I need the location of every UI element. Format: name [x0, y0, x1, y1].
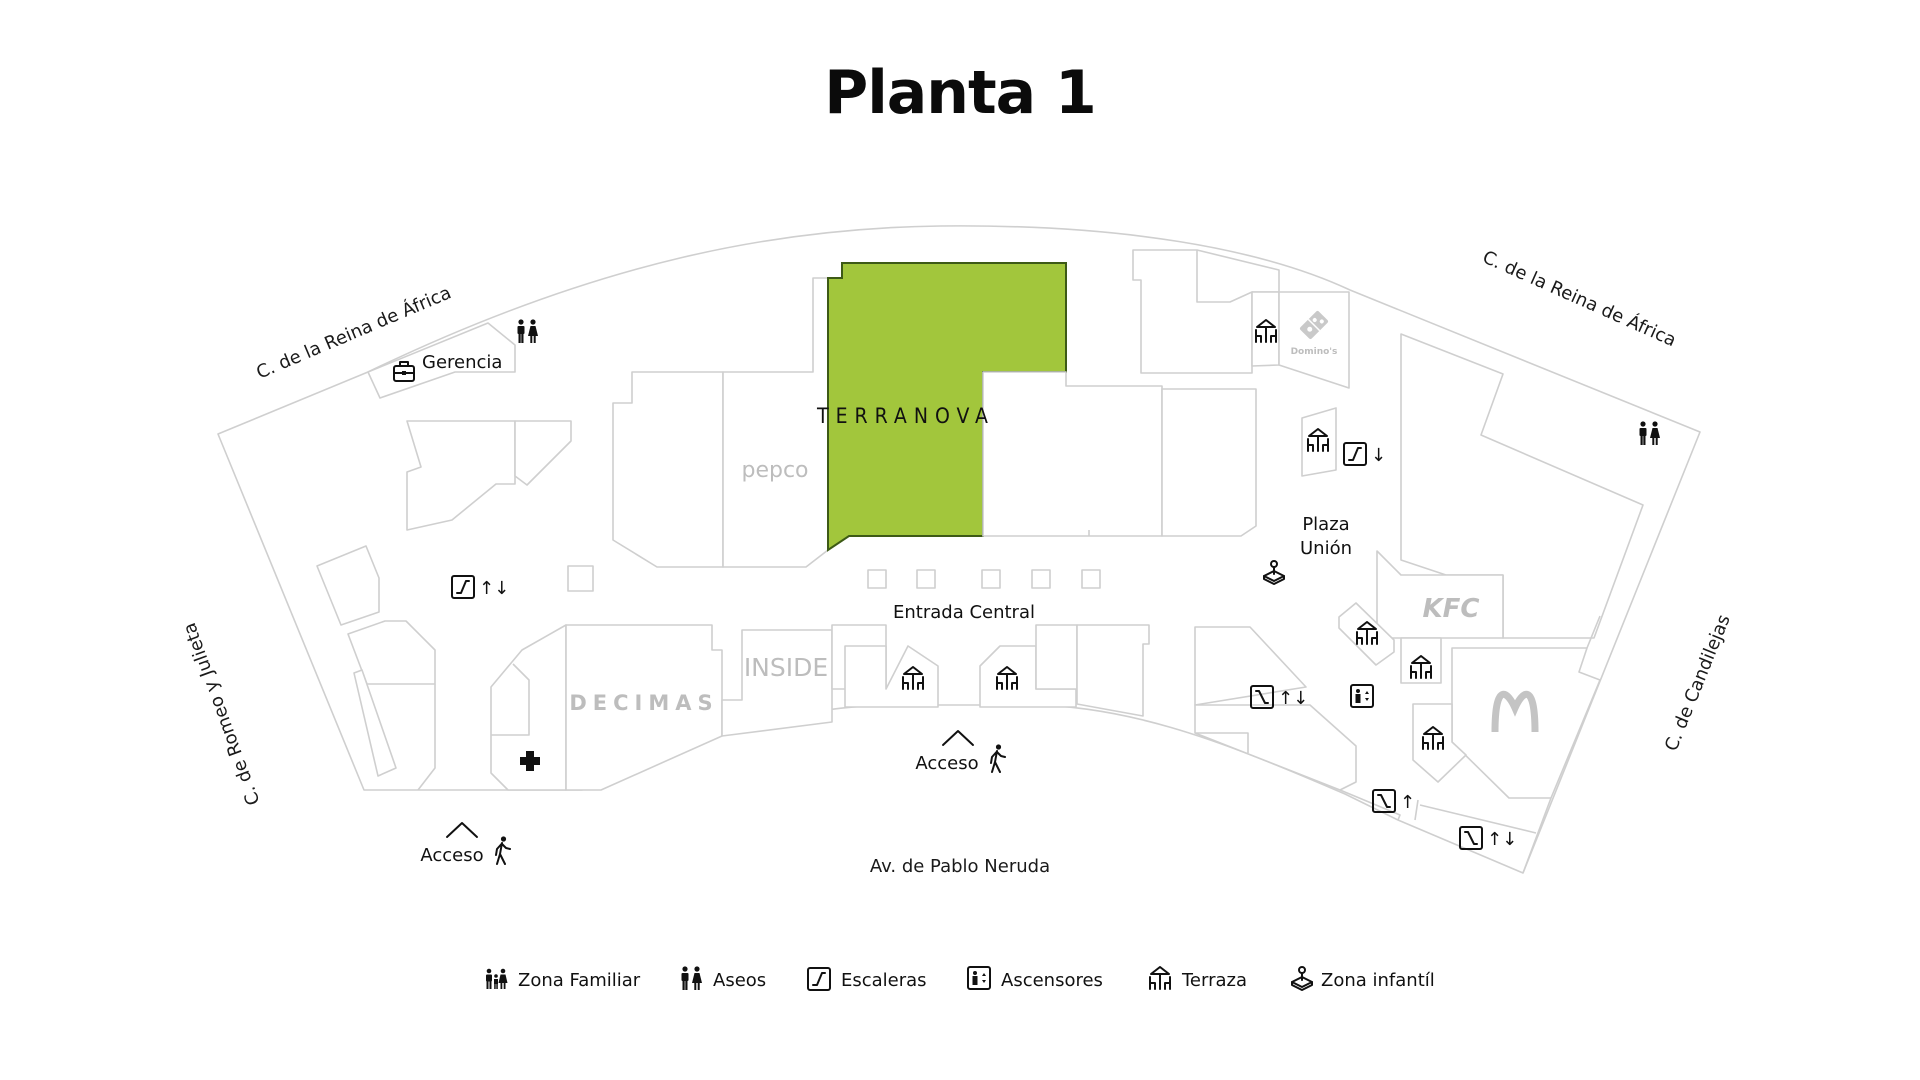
legend-item-escalators: Escaleras [807, 967, 927, 991]
management-unit[interactable] [367, 322, 516, 399]
legend-item-family-zone: Zona Familiar [486, 968, 641, 991]
restroom-icon [517, 319, 538, 343]
column [981, 569, 1001, 589]
elevator-icon [967, 966, 991, 990]
street-name-south: Av. de Pablo Neruda [870, 856, 1050, 877]
store-unit-n2[interactable] [982, 371, 1163, 537]
access-chevron-icon [446, 822, 478, 838]
first-aid-icon [520, 751, 540, 771]
street-name-ne: C. de la Reina de África [1479, 246, 1679, 351]
store-unit-se1[interactable] [1194, 626, 1307, 706]
store-label-terranova: TERRANOVA [816, 404, 995, 428]
elevator-icon [1350, 684, 1374, 708]
management-label: Gerencia [422, 352, 502, 373]
legend-item-terrace: Terraza [1149, 966, 1247, 991]
escalator-icon [1459, 826, 1483, 850]
store-inside[interactable] [721, 629, 833, 737]
escalator-direction: ↑↓ [479, 578, 509, 599]
floor-title: Planta 1 [824, 58, 1096, 128]
store-dominos[interactable] [1278, 291, 1350, 389]
store-unit-nw2[interactable] [514, 420, 572, 486]
store-unit-nw1[interactable] [406, 420, 516, 531]
terrace-area-c1[interactable] [844, 645, 939, 708]
wall-se3 [1414, 799, 1537, 834]
escalator-icon [451, 575, 475, 599]
store-mcdonalds[interactable] [1451, 647, 1601, 799]
family-zone-icon [486, 968, 508, 989]
escalator-direction: ↑↓ [1487, 829, 1517, 850]
access-central-label: Acceso [915, 753, 978, 774]
walking-person-icon [495, 835, 511, 865]
store-unit-n3[interactable] [1161, 388, 1257, 537]
store-unit-e-large[interactable] [1400, 333, 1644, 639]
wall-w [417, 684, 436, 791]
escalator-direction: ↓ [1371, 445, 1386, 466]
wall-se [1195, 732, 1249, 753]
store-unit-w1[interactable] [316, 545, 380, 626]
escalator-icon [807, 967, 831, 991]
legend: Zona Familiar Aseos Escaleras Ascensores… [486, 966, 1435, 991]
escalator-direction: ↑↓ [1278, 688, 1308, 709]
legend-item-playground: Zona infantíl [1291, 966, 1435, 991]
legend-item-elevators: Ascensores [967, 966, 1103, 991]
walking-person-icon [990, 743, 1006, 773]
legend-label: Terraza [1181, 970, 1247, 991]
wall-se2 [1339, 789, 1401, 821]
restroom-icon [681, 966, 702, 990]
wall-ne1 [1196, 249, 1280, 293]
restroom-icon [1639, 421, 1660, 445]
store-label-kfc: KFC [1423, 594, 1480, 624]
store-unit-n1[interactable] [612, 371, 724, 568]
store-label-decimas: DECIMAS [569, 691, 718, 715]
columns [567, 565, 1101, 592]
store-pepco[interactable] [722, 277, 829, 568]
escalator-icon [1343, 442, 1367, 466]
dominos-logo-icon [1299, 310, 1329, 340]
legend-label: Aseos [713, 970, 766, 991]
escalator-direction: ↑ [1400, 792, 1415, 813]
access-chevron-icon [942, 730, 974, 746]
legend-label: Ascensores [1001, 970, 1103, 991]
store-label-pepco: pepco [741, 458, 808, 483]
column [1031, 569, 1051, 589]
playground-icon [1291, 966, 1313, 991]
street-name-west: C. de Romeo y Julieta [179, 620, 265, 808]
legend-item-restrooms: Aseos [681, 966, 766, 991]
store-decimas[interactable] [565, 624, 723, 791]
terrace-icon [1149, 966, 1171, 990]
legend-label: Escaleras [841, 970, 927, 991]
access-west-label: Acceso [420, 845, 483, 866]
plaza-label-line2: Unión [1300, 538, 1352, 559]
legend-label: Zona infantíl [1321, 970, 1435, 991]
legend-label: Zona Familiar [518, 970, 641, 991]
mcdonalds-logo-icon [1491, 691, 1539, 733]
column [916, 569, 936, 589]
store-unit-ne1[interactable] [1132, 249, 1253, 374]
store-unit-c2[interactable] [1035, 624, 1078, 690]
store-terranova-highlighted[interactable] [827, 262, 1067, 552]
street-name-east: C. de Candilejas [1661, 612, 1735, 754]
column [567, 565, 594, 592]
column [867, 569, 887, 589]
central-entrance-label: Entrada Central [893, 602, 1035, 623]
wall-east [1522, 615, 1601, 874]
store-unit-se2[interactable] [1194, 704, 1357, 791]
store-label-inside: INSIDE [744, 653, 828, 682]
access-central[interactable]: Acceso [915, 730, 1006, 774]
access-west[interactable]: Acceso [420, 822, 511, 866]
wall-pharmacy-inner [491, 663, 530, 736]
store-unit-c3[interactable] [1076, 624, 1150, 717]
playground-icon [1263, 560, 1285, 585]
store-unit-w3[interactable] [353, 669, 397, 777]
column [1081, 569, 1101, 589]
plaza-label-line1: Plaza [1302, 514, 1349, 535]
store-label-dominos: Domino's [1291, 347, 1338, 357]
